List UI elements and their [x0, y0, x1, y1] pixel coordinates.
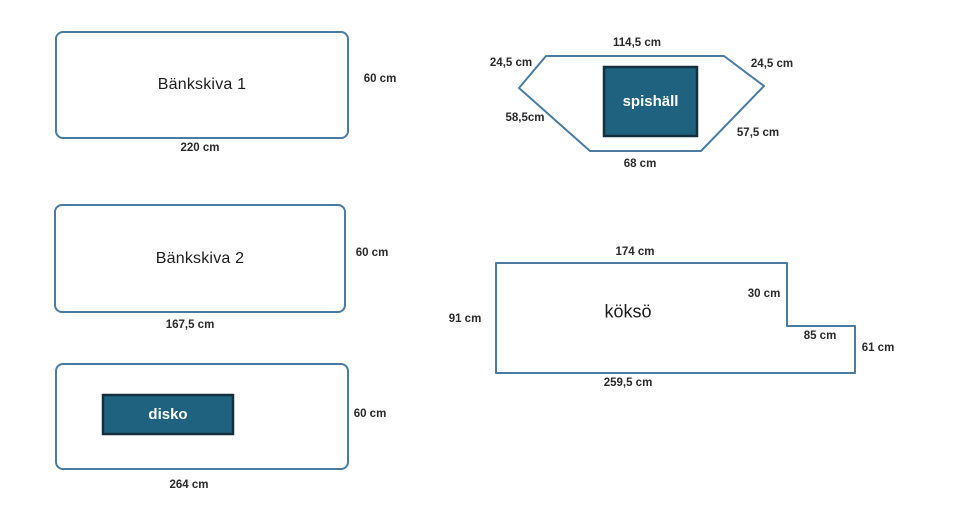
- kokso-label: köksö: [604, 301, 652, 322]
- spishall-left-dimension: 58,5cm: [505, 112, 545, 124]
- kokso-left-dimension: 91 cm: [448, 313, 482, 325]
- bankskiva2-bottom-dimension: 167,5 cm: [165, 319, 215, 331]
- disko-side-dimension: 60 cm: [353, 408, 387, 420]
- bankskiva1-outline: [55, 31, 349, 139]
- kokso-right-dimension: 61 cm: [861, 342, 895, 354]
- bankskiva1-side-dimension: 60 cm: [363, 73, 397, 85]
- kokso-bottom-dimension: 259,5 cm: [603, 377, 653, 389]
- spishall-box: [602, 65, 699, 138]
- disko-bottom-dimension: 264 cm: [169, 479, 209, 491]
- spishall-top-right-dimension: 24,5 cm: [750, 58, 794, 70]
- spishall-top-left-dimension: 24,5 cm: [489, 57, 533, 69]
- spishall-right-dimension: 57,5 cm: [736, 127, 780, 139]
- spishall-top-dimension: 114,5 cm: [613, 37, 661, 49]
- bankskiva2-side-dimension: 60 cm: [355, 247, 389, 259]
- disko-box: [101, 393, 235, 436]
- kokso-step-height-dimension: 30 cm: [747, 288, 781, 300]
- bankskiva2-outline: [54, 204, 346, 313]
- kokso-outline: [495, 262, 856, 374]
- spishall-bottom-dimension: 68 cm: [623, 158, 657, 170]
- kokso-top-dimension: 174 cm: [615, 246, 655, 258]
- bankskiva1-bottom-dimension: 220 cm: [180, 142, 220, 154]
- kokso-step-width-dimension: 85 cm: [803, 330, 837, 342]
